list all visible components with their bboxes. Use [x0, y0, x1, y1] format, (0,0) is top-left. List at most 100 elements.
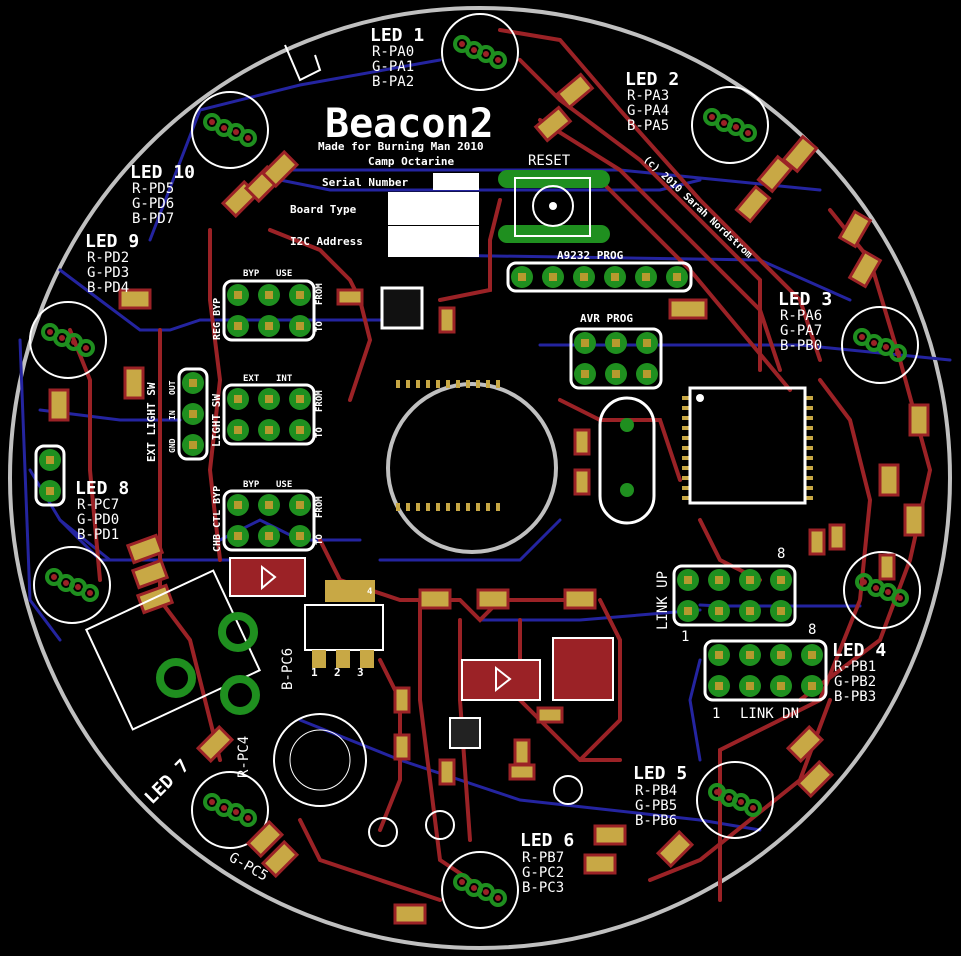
- svg-text:R-PD5: R-PD5: [132, 181, 174, 197]
- svg-text:R-PB4: R-PB4: [635, 783, 677, 799]
- led-small: [368, 817, 398, 847]
- logo-figure: [284, 44, 322, 82]
- serial-number-field: [433, 173, 479, 190]
- camp-name: Camp Octarine: [368, 155, 454, 168]
- use-label: USE: [276, 269, 292, 279]
- led-footprint: [33, 546, 111, 624]
- from-label: FROM: [315, 283, 325, 305]
- svg-text:B-PD4: B-PD4: [87, 280, 129, 296]
- svg-text:B-PB0: B-PB0: [780, 338, 822, 354]
- capacitor: [552, 637, 614, 701]
- led-footprint: [696, 761, 774, 839]
- pin-headers: [34, 261, 828, 702]
- diode: [461, 659, 541, 701]
- led-small: [553, 775, 583, 805]
- jack-pad: [220, 675, 260, 715]
- svg-text:LED 5: LED 5: [633, 763, 687, 784]
- crystal-pad: [620, 418, 634, 432]
- led-6-label: LED 6 R-PB7 G-PC2 B-PC3: [520, 830, 574, 896]
- potentiometer: [273, 713, 367, 807]
- svg-text:G-PD3: G-PD3: [87, 265, 129, 281]
- light-sw-label: LIGHT SW: [210, 394, 223, 447]
- reg-pin-label: 4: [367, 587, 373, 597]
- link-dn-label: LINK DN: [740, 706, 799, 722]
- led-footprint: [191, 771, 269, 849]
- serial-number-label: Serial Number: [322, 176, 408, 189]
- to-label: TO: [315, 427, 325, 438]
- reg-pin-label: 1: [311, 666, 318, 679]
- out-label: OUT: [168, 380, 177, 395]
- smd-parts: [48, 72, 930, 925]
- byp-label: BYP: [243, 480, 260, 490]
- led-footprint: [841, 306, 919, 384]
- led-8-label: LED 8 R-PC7 G-PD0 B-PD1: [75, 478, 129, 543]
- in-label: IN: [168, 410, 177, 420]
- chb-ctl-byp-jumper: [222, 489, 316, 552]
- crystal: [598, 396, 656, 525]
- svg-text:R-PB7: R-PB7: [522, 850, 564, 866]
- avr-prog-label: AVR PROG: [580, 312, 633, 325]
- pin8-label: 8: [777, 546, 785, 562]
- svg-text:B-PC6: B-PC6: [280, 648, 296, 690]
- svg-text:B-PB3: B-PB3: [834, 689, 876, 705]
- from-label: FROM: [315, 390, 325, 412]
- reg-pin-label: 2: [334, 666, 341, 679]
- reg-byp-jumper: [222, 279, 316, 342]
- diode-symbol: [261, 564, 277, 591]
- reset-button[interactable]: [498, 170, 610, 243]
- jack-pad: [218, 612, 258, 652]
- avr-prog-header: [569, 327, 663, 390]
- led-small: [425, 810, 455, 840]
- crystal-pad: [620, 483, 634, 497]
- voltage-regulator: [304, 580, 384, 668]
- svg-text:R-PB1: R-PB1: [834, 659, 876, 675]
- led-footprint: [191, 91, 269, 169]
- led-5-label: LED 5 R-PB4 G-PB5 B-PB6: [633, 763, 687, 829]
- link-up-label: LINK UP: [655, 571, 671, 630]
- microcontroller-chip: [396, 380, 813, 511]
- svg-text:R-PA0: R-PA0: [372, 44, 414, 60]
- led-1-label: LED 1 R-PA0 G-PA1 B-PA2: [370, 25, 424, 90]
- svg-text:R-PA6: R-PA6: [780, 308, 822, 324]
- svg-text:R-PA3: R-PA3: [627, 88, 669, 104]
- svg-text:G-PC2: G-PC2: [522, 865, 564, 881]
- i2c-address-label: I2C Address: [290, 235, 363, 248]
- pin8-label: 8: [808, 622, 816, 638]
- pin1-label: 1: [681, 629, 689, 645]
- side-header: [34, 444, 66, 507]
- small-ic: [449, 717, 481, 749]
- led-3-label: LED 3 R-PA6 G-PA7 B-PB0: [778, 289, 832, 354]
- reg-pin-label: 3: [357, 666, 364, 679]
- jack-pad: [156, 658, 196, 698]
- led-footprints: [29, 13, 921, 929]
- led-footprint: [843, 551, 921, 629]
- gnd-label: GND: [168, 438, 177, 453]
- svg-text:B-PD1: B-PD1: [77, 527, 119, 543]
- to-label: TO: [315, 534, 325, 545]
- svg-text:LED 2: LED 2: [625, 69, 679, 90]
- small-ic: [380, 286, 424, 330]
- byp-label: BYP: [243, 269, 260, 279]
- led-10-label: LED 10 R-PD5 G-PD6 B-PD7: [130, 162, 195, 227]
- svg-text:LED 8: LED 8: [75, 478, 129, 499]
- svg-text:G-PA7: G-PA7: [780, 323, 822, 339]
- from-label: FROM: [315, 496, 325, 518]
- diode: [229, 557, 306, 597]
- led-2-label: LED 2 R-PA3 G-PA4 B-PA5: [625, 69, 679, 134]
- board-type-label: Board Type: [290, 203, 357, 216]
- svg-text:LED 1: LED 1: [370, 25, 424, 46]
- svg-text:B-PD7: B-PD7: [132, 211, 174, 227]
- board-outline: [8, 6, 952, 950]
- i2c-address-field: [388, 226, 479, 257]
- link-dn-header: [703, 639, 828, 702]
- to-label: TO: [315, 321, 325, 332]
- a9232-prog-label: A9232 PROG: [557, 249, 624, 262]
- reg-byp-label: REG BYP: [212, 298, 223, 340]
- svg-text:LED 7: LED 7: [141, 755, 194, 808]
- diode-symbol: [495, 665, 512, 693]
- center-hole: [386, 382, 558, 554]
- svg-text:R-PD2: R-PD2: [87, 250, 129, 266]
- power-jack: [84, 569, 262, 731]
- svg-text:B-PA5: B-PA5: [627, 118, 669, 134]
